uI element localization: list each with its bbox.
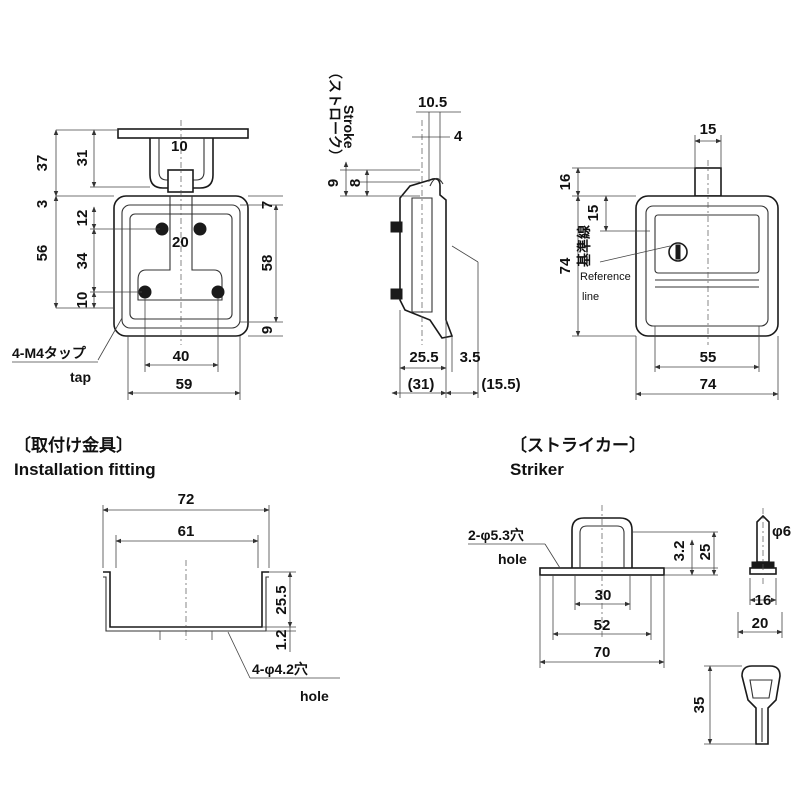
dim-25-5: 25.5 — [409, 349, 438, 366]
dim-12: 12 — [74, 210, 91, 227]
stroke-label-en: Stroke — [341, 105, 357, 149]
dim-58: 58 — [259, 255, 276, 272]
fitting-hole-label-jp: 4-φ4.2穴 — [252, 661, 308, 677]
top-mounting-plate — [117, 128, 249, 139]
dim-70: 70 — [594, 644, 611, 661]
dim-74-horizontal: 74 — [700, 376, 717, 393]
handle-recess — [654, 214, 760, 274]
dim-3-5: 3.5 — [460, 349, 481, 366]
fitting-title-en: Installation fitting — [14, 460, 156, 479]
dim-15-recess: 15 — [585, 205, 602, 222]
striker-section: 〔ストライカー〕 Striker 2-φ5.3穴 hole 3.2 25 30 … — [468, 435, 718, 668]
dim-15-5-paren: (15.5) — [481, 376, 520, 393]
dim-35: 35 — [691, 697, 708, 714]
tap-hole — [211, 285, 225, 299]
t-bar-handle — [137, 196, 223, 301]
tap-label-jp: 4-M4タップ — [12, 345, 87, 361]
reference-label-en: Reference — [580, 271, 631, 283]
dim-7: 7 — [259, 201, 276, 209]
striker-hole-label-jp: 2-φ5.3穴 — [468, 527, 524, 543]
dim-72: 72 — [178, 491, 195, 508]
dim-1-2: 1.2 — [273, 630, 290, 651]
dim-phi-6: φ6 — [772, 523, 791, 540]
key-section: φ6 16 20 35 — [691, 508, 791, 745]
dim-20: 20 — [172, 234, 189, 251]
dim-74-vertical: 74 — [557, 257, 574, 274]
dim-34: 34 — [74, 252, 91, 269]
dim-10-5: 10.5 — [418, 94, 447, 111]
dim-25-5-fitting: 25.5 — [273, 585, 290, 614]
dim-10-lower: 10 — [74, 292, 91, 309]
dim-9-stroke: 9 — [325, 179, 342, 187]
dim-61: 61 — [178, 523, 195, 540]
striker-title-en: Striker — [510, 460, 564, 479]
dim-8-stroke: 8 — [347, 179, 364, 187]
dim-59: 59 — [176, 376, 193, 393]
dim-56: 56 — [34, 245, 51, 262]
dim-55: 55 — [700, 349, 717, 366]
striker-hole-label-en: hole — [498, 551, 527, 567]
dim-4: 4 — [454, 128, 463, 145]
fitting-title-jp: 〔取付け金具〕 — [14, 435, 133, 455]
dim-15-boss: 15 — [700, 121, 717, 138]
dim-3: 3 — [34, 200, 51, 208]
dim-3-2: 3.2 — [671, 541, 688, 562]
reference-label-jp: 基準線 — [576, 225, 592, 267]
striker-title-jp: 〔ストライカー〕 — [510, 435, 646, 455]
dim-10-loop: 10 — [171, 138, 188, 155]
reference-label-line: line — [582, 291, 599, 303]
dim-40: 40 — [173, 348, 190, 365]
tap-label-en: tap — [70, 369, 91, 385]
back-view: 15 16 15 74 基準線 Reference line 55 74 — [557, 121, 779, 400]
dim-16: 16 — [557, 174, 574, 191]
dim-37: 37 — [34, 155, 51, 172]
tap-hole — [193, 222, 207, 236]
installation-fitting-section: 〔取付け金具〕 Installation fitting 72 61 25.5 … — [14, 435, 340, 704]
dim-31: 31 — [74, 150, 91, 167]
dim-25: 25 — [697, 544, 714, 561]
dim-20-key: 20 — [752, 615, 769, 632]
stroke-label-jp: （ストローク） — [327, 65, 343, 163]
striker-loop — [571, 517, 633, 568]
dim-16-key: 16 — [755, 592, 772, 609]
key-icon — [741, 665, 781, 745]
stud — [390, 288, 403, 300]
fitting-hole-label-en: hole — [300, 688, 329, 704]
loop-neck — [167, 169, 194, 193]
front-view: 37 31 10 3 12 20 56 34 10 7 58 9 40 59 4… — [12, 120, 283, 400]
back-body-outer — [635, 195, 779, 337]
dim-31-paren: (31) — [408, 376, 435, 393]
dim-30: 30 — [595, 587, 612, 604]
side-body — [399, 178, 454, 339]
stud — [390, 221, 403, 233]
dim-9: 9 — [259, 326, 276, 334]
side-view: （ストローク） Stroke 10.5 4 9 8 25.5 3.5 (31) … — [325, 65, 521, 398]
dim-52: 52 — [594, 617, 611, 634]
